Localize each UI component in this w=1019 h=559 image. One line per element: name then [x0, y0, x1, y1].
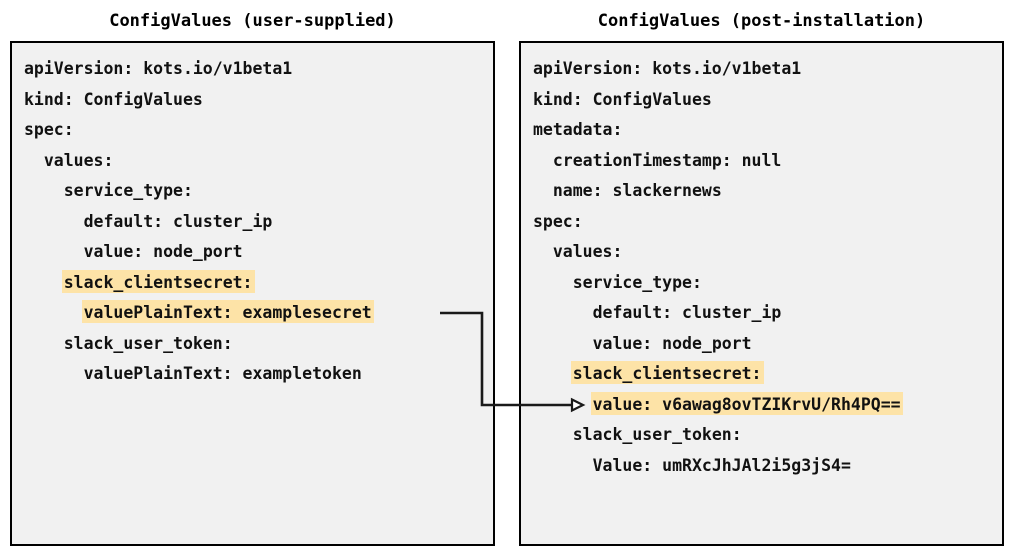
indent: [24, 151, 44, 170]
code-text: Value: umRXcJhJAl2i5g3jS4=: [592, 455, 851, 475]
code-text: creationTimestamp: null: [552, 150, 782, 170]
code-line: value: v6awag8ovTZIKrvU/Rh4PQ==: [533, 390, 998, 421]
code-line: slack_user_token:: [24, 329, 489, 360]
code-line: name: slackernews: [533, 176, 998, 207]
code-line: slack_user_token:: [533, 420, 998, 451]
code-text: apiVersion: kots.io/v1beta1: [24, 59, 293, 78]
code-line: valuePlainText: exampletoken: [24, 359, 489, 390]
code-line: creationTimestamp: null: [533, 146, 998, 177]
indent: [24, 334, 64, 353]
code-text: values:: [43, 150, 114, 170]
code-text: default: cluster_ip: [83, 211, 273, 231]
code-text: service_type:: [63, 181, 193, 200]
code-line: Value: umRXcJhJAl2i5g3jS4=: [533, 451, 998, 482]
code-text: spec:: [533, 211, 583, 231]
code-line: values:: [533, 237, 998, 268]
code-line: kind: ConfigValues: [24, 85, 489, 116]
code-text: valuePlainText: exampletoken: [83, 364, 362, 383]
code-text: value: v6awag8ovTZIKrvU/Rh4PQ==: [592, 394, 901, 414]
right-code-lines: apiVersion: kots.io/v1beta1 kind: ConfigV…: [533, 54, 998, 481]
indent: [533, 456, 593, 475]
code-line: metadata:: [533, 115, 998, 146]
code-text: slack_user_token:: [63, 333, 233, 353]
right-panel-title: ConfigValues (post-installation): [597, 11, 926, 31]
indent: [533, 303, 593, 322]
left-panel-title: ConfigValues (user-supplied): [109, 11, 396, 31]
code-line: value: node_port: [24, 237, 489, 268]
code-line: apiVersion: kots.io/v1beta1: [533, 54, 998, 85]
code-text: kind: ConfigValues: [533, 89, 712, 109]
code-line: valuePlainText: examplesecret: [24, 298, 489, 329]
indent: [24, 242, 84, 261]
code-text: values:: [552, 242, 623, 261]
indent: [533, 151, 553, 170]
left-config-values-box: apiVersion: kots.io/v1beta1 kind: ConfigV…: [10, 41, 495, 546]
indent: [24, 181, 64, 200]
indent: [533, 273, 573, 292]
indent: [533, 242, 553, 261]
code-line: kind: ConfigValues: [533, 85, 998, 116]
code-text: kind: ConfigValues: [24, 89, 203, 109]
indent: [24, 303, 84, 322]
code-line: default: cluster_ip: [24, 207, 489, 238]
code-line: values:: [24, 146, 489, 177]
code-text: value: node_port: [592, 333, 752, 353]
code-line: spec:: [533, 207, 998, 238]
code-text: metadata:: [533, 120, 623, 139]
right-config-values-box: apiVersion: kots.io/v1beta1 kind: ConfigV…: [519, 41, 1004, 546]
indent: [533, 334, 593, 353]
indent: [533, 364, 573, 383]
code-line: service_type:: [533, 268, 998, 299]
code-text: apiVersion: kots.io/v1beta1: [533, 59, 802, 78]
indent: [533, 425, 573, 444]
code-line: value: node_port: [533, 329, 998, 360]
code-text: value: node_port: [83, 242, 243, 261]
code-line: spec:: [24, 115, 489, 146]
code-text: spec:: [24, 120, 74, 139]
indent: [533, 395, 593, 414]
code-line: slack_clientsecret:: [533, 359, 998, 390]
indent: [24, 364, 84, 383]
code-text: slack_clientsecret:: [572, 364, 762, 383]
code-text: service_type:: [572, 272, 702, 292]
code-text: slack_user_token:: [572, 425, 742, 444]
code-line: apiVersion: kots.io/v1beta1: [24, 54, 489, 85]
indent: [24, 212, 84, 231]
code-line: service_type:: [24, 176, 489, 207]
code-line: default: cluster_ip: [533, 298, 998, 329]
code-line: slack_clientsecret:: [24, 268, 489, 299]
left-code-lines: apiVersion: kots.io/v1beta1 kind: ConfigV…: [24, 54, 489, 390]
code-text: slack_clientsecret:: [63, 272, 253, 292]
indent: [533, 181, 553, 200]
code-text: name: slackernews: [552, 181, 722, 200]
code-text: default: cluster_ip: [592, 303, 782, 322]
indent: [24, 273, 64, 292]
code-text: valuePlainText: examplesecret: [83, 303, 372, 322]
